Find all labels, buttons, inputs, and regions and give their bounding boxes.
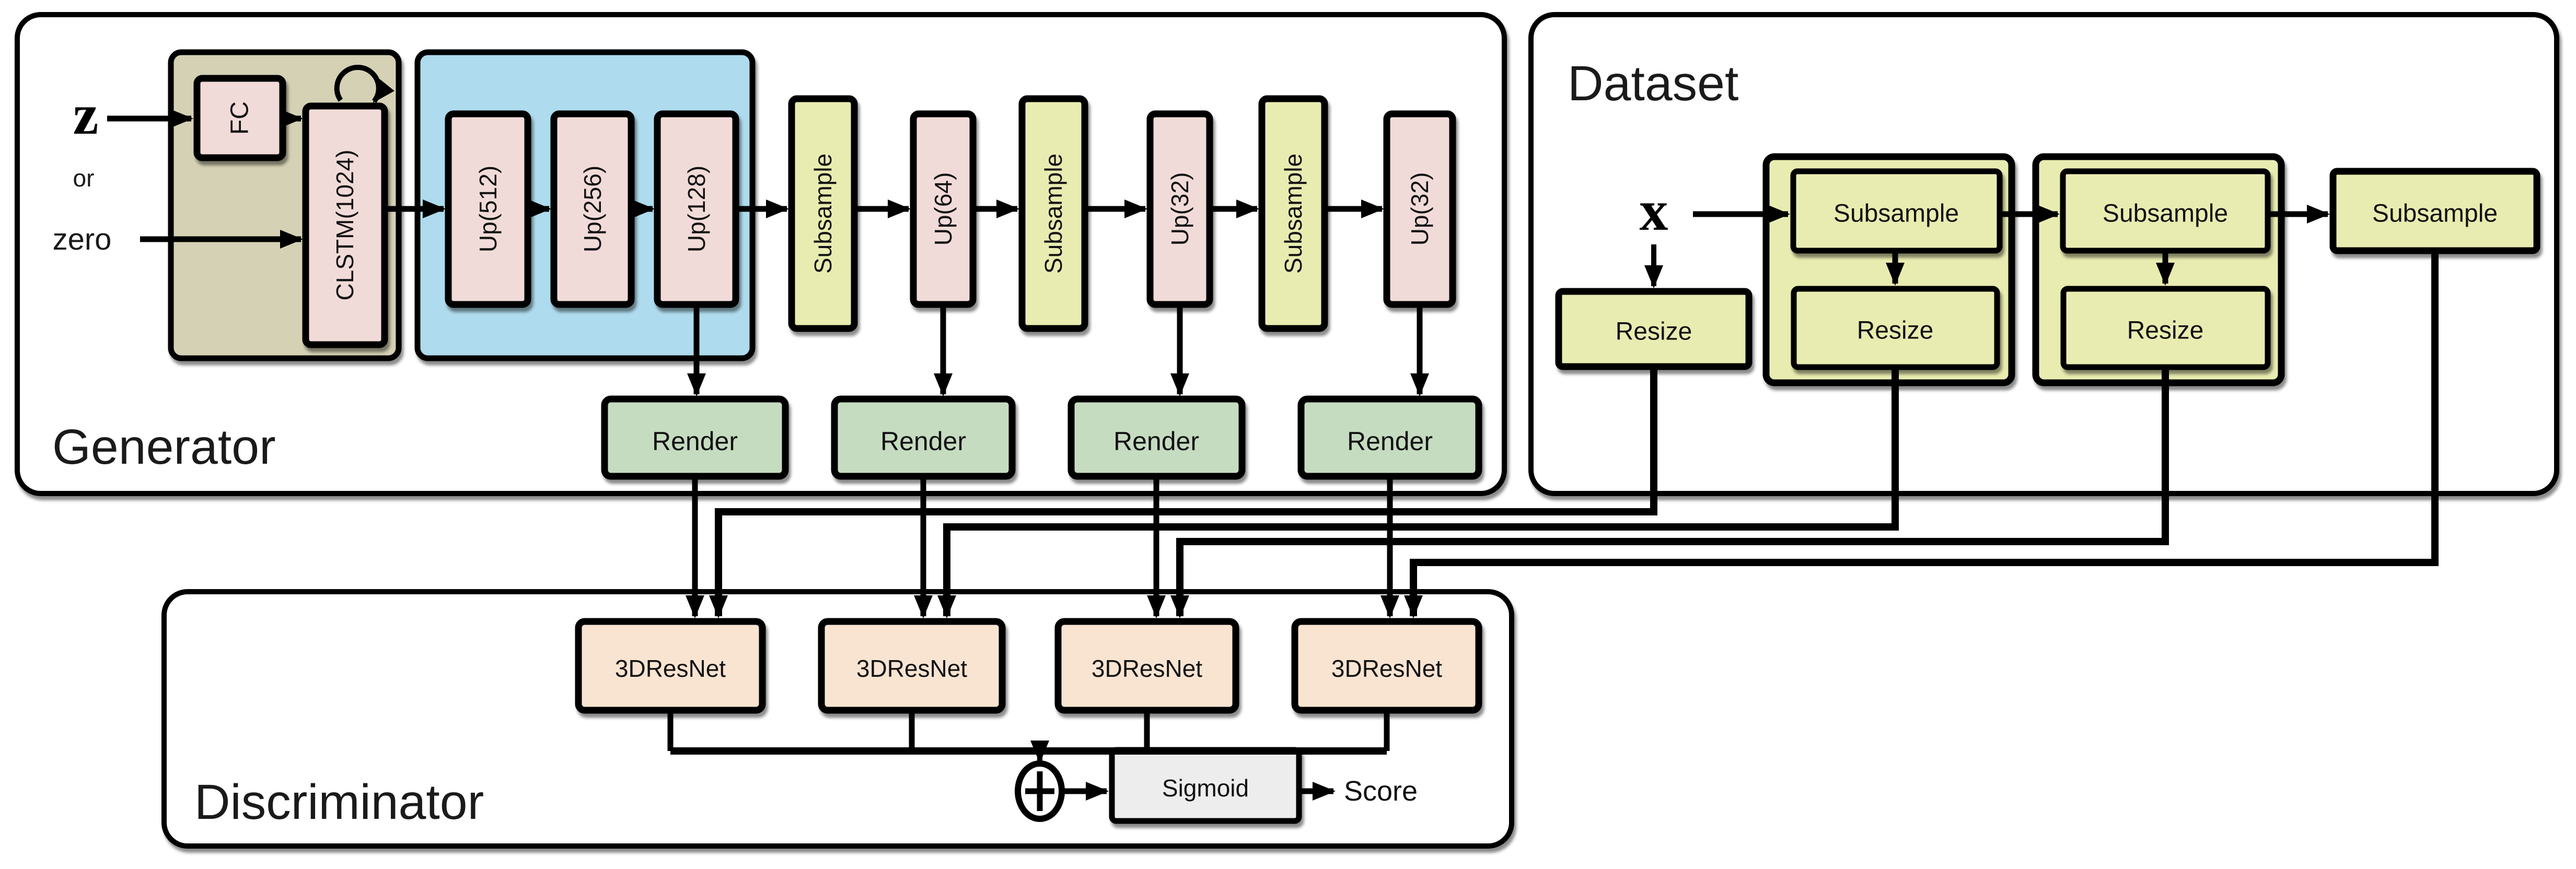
dataset-resize0-label: Resize bbox=[1616, 318, 1692, 346]
connector-resize1-to-resnet2 bbox=[937, 367, 1899, 618]
dataset-label: Dataset bbox=[1568, 56, 1738, 111]
clstm-label: CLSTM(1024) bbox=[331, 150, 358, 301]
up32b-label: Up(32) bbox=[1406, 172, 1433, 246]
discriminator-label: Discriminator bbox=[194, 774, 484, 830]
dataset-subsample1-label: Subsample bbox=[1834, 200, 1959, 228]
subsample2-block bbox=[1018, 95, 1088, 332]
connector-subsample3-to-resnet4 bbox=[1404, 251, 2439, 618]
dataset-resize2-label: Resize bbox=[2127, 317, 2204, 345]
gen-subsample1-label: Subsample bbox=[809, 154, 837, 274]
up32a-label: Up(32) bbox=[1166, 172, 1193, 246]
generator-label: Generator bbox=[52, 419, 276, 475]
clstm-recurrent-loop-arrow bbox=[334, 65, 394, 103]
subsample3-block bbox=[1258, 95, 1328, 332]
gen-subsample2-label: Subsample bbox=[1040, 154, 1067, 274]
render2-label: Render bbox=[880, 427, 966, 456]
gen-subsample3-label: Subsample bbox=[1280, 154, 1307, 274]
x-input-label: x bbox=[1640, 179, 1668, 242]
resnet3-label: 3DResNet bbox=[1092, 655, 1202, 682]
resnet4-label: 3DResNet bbox=[1331, 655, 1442, 682]
fc-label: FC bbox=[226, 101, 254, 135]
subsample1-block bbox=[788, 95, 858, 332]
up128-label: Up(128) bbox=[683, 166, 710, 252]
render4-label: Render bbox=[1347, 427, 1433, 456]
resnet2-label: 3DResNet bbox=[856, 655, 967, 682]
zero-input-label: zero bbox=[53, 222, 112, 256]
z-input-label: z bbox=[73, 83, 99, 146]
render3-label: Render bbox=[1113, 427, 1199, 456]
resnet1-label: 3DResNet bbox=[615, 655, 726, 682]
dataset-subsample3-label: Subsample bbox=[2372, 200, 2498, 228]
render1-label: Render bbox=[652, 427, 738, 456]
sigmoid-label: Sigmoid bbox=[1162, 774, 1249, 802]
up256-label: Up(256) bbox=[579, 166, 606, 252]
dataset-resize1-label: Resize bbox=[1857, 317, 1934, 345]
score-label: Score bbox=[1344, 776, 1418, 807]
clstm-block bbox=[302, 102, 388, 348]
dataset-subsample2-label: Subsample bbox=[2103, 200, 2228, 228]
connector-resize0-to-resnet1 bbox=[709, 367, 1657, 618]
up512-label: Up(512) bbox=[474, 166, 502, 252]
or-label: or bbox=[73, 165, 95, 192]
up64-label: Up(64) bbox=[930, 172, 957, 246]
connector-resize2-to-resnet3 bbox=[1170, 367, 2169, 618]
